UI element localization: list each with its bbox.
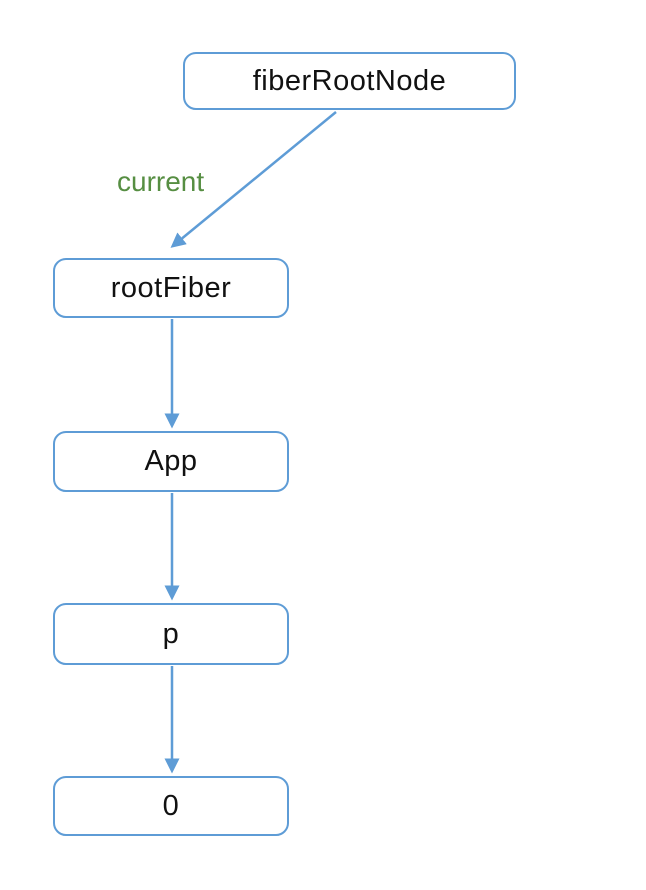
node-fiberrootnode-label: fiberRootNode — [252, 64, 447, 97]
node-p: p — [53, 603, 289, 665]
node-0-label: 0 — [162, 789, 180, 822]
node-rootfiber-label: rootFiber — [110, 271, 232, 304]
node-p-label: p — [162, 617, 180, 650]
edge-label-current: current — [117, 166, 205, 197]
node-app: App — [53, 431, 289, 492]
node-0: 0 — [53, 776, 289, 836]
node-fiberrootnode: fiberRootNode — [183, 52, 516, 110]
node-app-label: App — [144, 445, 198, 477]
node-rootfiber: rootFiber — [53, 258, 289, 318]
